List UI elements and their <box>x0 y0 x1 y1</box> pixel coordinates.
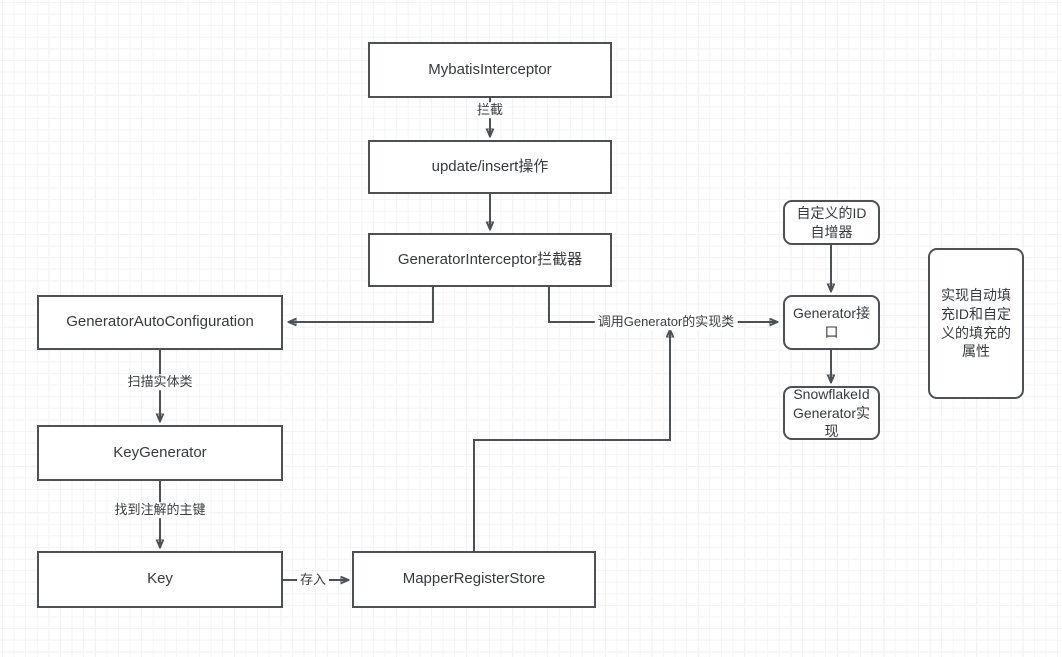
connector-store-to-call-line <box>473 330 670 551</box>
node-auto-fill-note[interactable]: 实现自动填 充ID和自定 义的填充的 属性 <box>928 248 1024 399</box>
node-key-generator[interactable]: KeyGenerator <box>37 425 283 481</box>
node-key[interactable]: Key <box>37 551 283 608</box>
node-mybatis-interceptor[interactable]: MybatisInterceptor <box>368 42 612 98</box>
node-custom-id-incrementer[interactable]: 自定义的ID 自增器 <box>783 200 880 245</box>
node-update-insert-operation[interactable]: update/insert操作 <box>368 140 612 194</box>
edge-label-intercept: 拦截 <box>473 102 507 118</box>
node-generator-interceptor[interactable]: GeneratorInterceptor拦截器 <box>368 233 612 287</box>
node-mapper-register-store[interactable]: MapperRegisterStore <box>352 551 596 608</box>
node-snowflake-id-generator[interactable]: SnowflakeId Generator实 现 <box>783 386 880 440</box>
node-generator-autoconfiguration[interactable]: GeneratorAutoConfiguration <box>37 295 283 350</box>
node-generator-interface[interactable]: Generator接 口 <box>783 295 880 350</box>
edge-label-scan-entity-class: 扫描实体类 <box>124 374 196 390</box>
edge-label-store-in: 存入 <box>296 572 330 588</box>
connector-interceptor-to-autoconfig <box>289 287 434 322</box>
edge-label-find-annotated-primary-key: 找到注解的主键 <box>111 502 209 518</box>
edge-label-call-generator-implementation: 调用Generator的实现类 <box>594 314 738 330</box>
